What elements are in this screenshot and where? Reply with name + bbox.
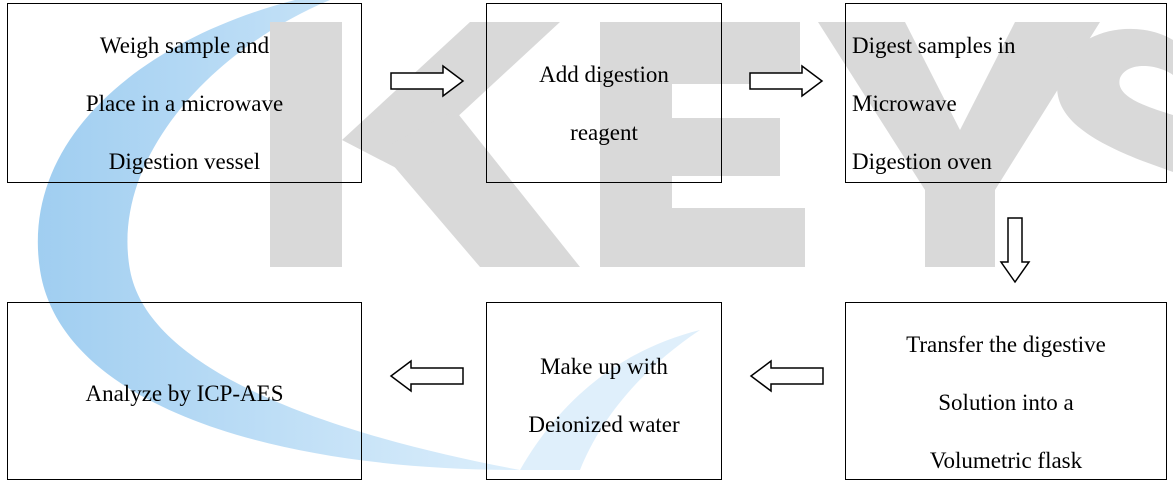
arrow-left-icon: [389, 359, 464, 393]
arrow-right-icon: [390, 64, 465, 98]
step-box-weigh-sample: Weigh sample and Place in a microwave Di…: [7, 3, 362, 183]
step-box-digest-samples: Digest samples in Microwave Digestion ov…: [845, 3, 1167, 183]
step-text: Solution into a: [938, 390, 1074, 415]
step-text: Deionized water: [528, 412, 680, 437]
step-text: Digestion vessel: [108, 149, 261, 174]
step-box-add-reagent: Add digestion reagent: [486, 3, 722, 183]
watermark-swoosh-tail: [520, 330, 700, 470]
arrow-right-icon: [749, 64, 824, 98]
arrow-down-icon: [999, 217, 1031, 284]
step-text: Transfer the digestive: [906, 332, 1106, 357]
step-text: Place in a microwave: [85, 91, 284, 116]
step-text: Digestion oven: [852, 149, 992, 174]
watermark-swoosh: [37, 0, 520, 470]
step-text: Weigh sample and: [99, 33, 270, 58]
step-text: Make up with: [540, 354, 668, 379]
arrow-left-icon: [749, 359, 824, 393]
step-text: Digest samples in: [852, 33, 1016, 58]
step-text: Volumetric flask: [929, 448, 1083, 473]
step-text: reagent: [570, 120, 638, 145]
step-box-transfer-solution: Transfer the digestive Solution into a V…: [845, 302, 1167, 480]
step-text: Add digestion: [539, 62, 669, 87]
step-text: Analyze by ICP-AES: [85, 381, 284, 406]
step-text: Microwave: [852, 91, 957, 116]
